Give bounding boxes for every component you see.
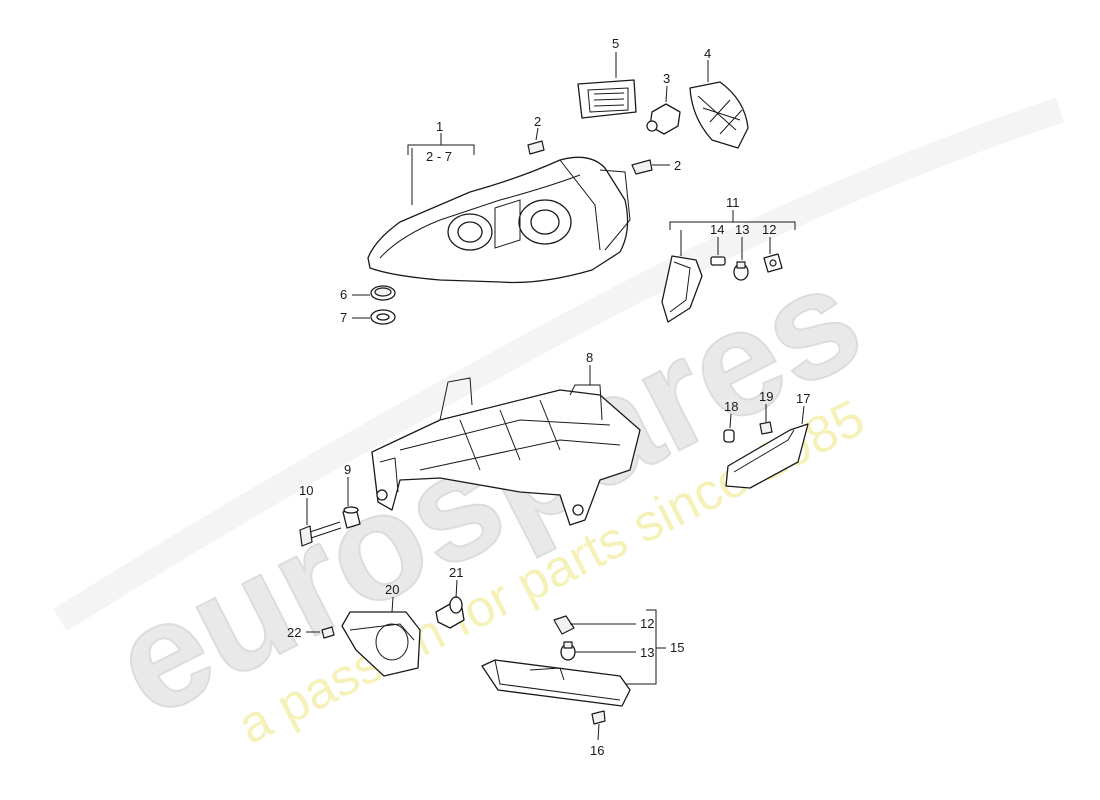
callout-12a: 12 — [762, 222, 776, 237]
vent-housing-5[interactable] — [577, 52, 637, 119]
callout-1-range: 2 - 7 — [426, 149, 452, 164]
bulb-18[interactable] — [723, 413, 735, 443]
callout-12b: 12 — [640, 616, 654, 631]
callout-2a: 2 — [534, 114, 541, 129]
callout-6: 6 — [340, 287, 347, 302]
callout-15: 15 — [670, 640, 684, 655]
adjuster-3[interactable] — [646, 85, 681, 135]
callout-18: 18 — [724, 399, 738, 414]
callout-13b: 13 — [640, 645, 654, 660]
callouts: 1 2 - 7 2 2 3 4 5 6 7 8 9 10 11 12 13 14… — [287, 36, 810, 758]
callout-9: 9 — [344, 462, 351, 477]
callout-16: 16 — [590, 743, 604, 758]
callout-11: 11 — [726, 195, 740, 210]
headlight-assembly[interactable] — [367, 156, 631, 284]
callout-13a: 13 — [735, 222, 749, 237]
callout-22: 22 — [287, 625, 301, 640]
bulb-13[interactable] — [733, 237, 749, 281]
callout-8: 8 — [586, 350, 593, 365]
bolt-10[interactable] — [299, 498, 342, 547]
callout-2b: 2 — [674, 158, 681, 173]
bushing-9[interactable] — [342, 477, 361, 529]
socket-19[interactable] — [759, 404, 773, 435]
daytime-light-15[interactable] — [481, 659, 631, 707]
socket-12b[interactable] — [553, 615, 636, 635]
fog-light-20[interactable] — [341, 596, 421, 677]
bulb-14[interactable] — [710, 237, 726, 266]
screw-22[interactable] — [306, 626, 335, 639]
side-marker-17[interactable] — [725, 405, 809, 489]
callout-21: 21 — [449, 565, 463, 580]
callout-1: 1 — [436, 119, 443, 134]
grille-cover-4[interactable] — [689, 60, 749, 149]
callout-14: 14 — [710, 222, 724, 237]
cap-6[interactable] — [352, 285, 396, 301]
carrier-frame-8[interactable] — [371, 365, 641, 526]
seal-7[interactable] — [352, 309, 396, 325]
screw-2a[interactable] — [527, 127, 545, 155]
callout-17: 17 — [796, 391, 810, 406]
callout-3: 3 — [663, 71, 670, 86]
callout-19: 19 — [759, 389, 773, 404]
callout-20: 20 — [385, 582, 399, 597]
bulb-13b[interactable] — [560, 641, 636, 661]
brackets — [407, 133, 796, 685]
callout-5: 5 — [612, 36, 619, 51]
socket-12[interactable] — [763, 237, 783, 273]
screw-2b[interactable] — [631, 159, 670, 175]
callout-7: 7 — [340, 310, 347, 325]
callout-10: 10 — [299, 483, 313, 498]
screw-16[interactable] — [591, 710, 606, 741]
callout-4: 4 — [704, 46, 711, 61]
side-indicator-11[interactable] — [661, 230, 703, 323]
bulb-21[interactable] — [435, 579, 465, 629]
